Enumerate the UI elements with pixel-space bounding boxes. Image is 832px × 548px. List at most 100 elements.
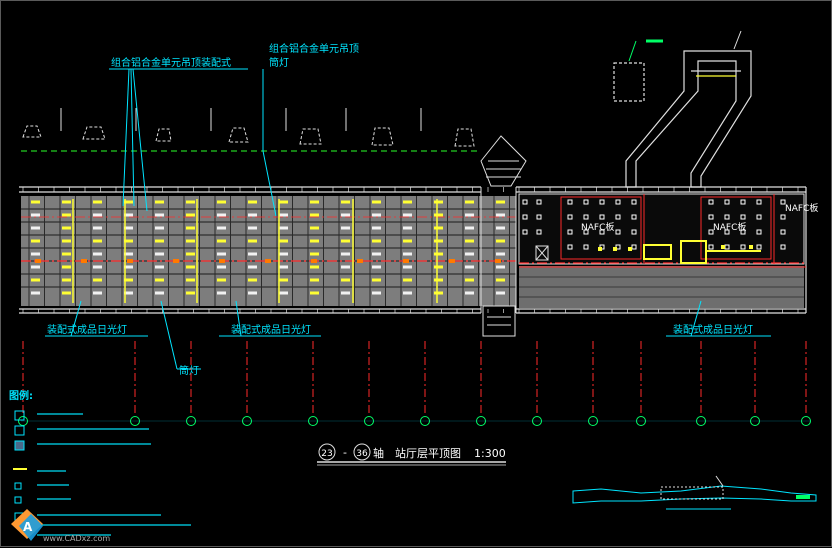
downlight <box>403 259 409 263</box>
axis-bubble <box>636 416 646 426</box>
fluorescent-light <box>279 239 288 243</box>
key-plan <box>572 475 817 510</box>
downlight-dot <box>567 199 573 205</box>
fluorescent-light <box>248 278 257 282</box>
downlight-dot <box>599 199 605 205</box>
axis-bubble <box>308 416 318 426</box>
fluorescent-light <box>310 239 319 243</box>
fluorescent-light <box>62 213 71 217</box>
watermark-text: www.CADxz.com <box>43 534 110 543</box>
fluorescent-light <box>403 239 412 243</box>
fluorescent-light <box>279 252 288 256</box>
downlight <box>219 259 225 263</box>
fluorescent-light <box>434 291 443 295</box>
fluorescent-light <box>155 200 164 204</box>
fluorescent-light <box>434 265 443 269</box>
downlight-dot <box>567 244 573 250</box>
downlight <box>495 259 501 263</box>
fluorescent-light <box>186 213 195 217</box>
fluorescent-light <box>310 213 319 217</box>
fluorescent-light <box>279 291 288 295</box>
drawing-title: 站厅层平顶图 <box>395 446 461 460</box>
drawing-scale: 1:300 <box>474 447 506 460</box>
fluorescent-light <box>341 213 350 217</box>
fluorescent-light <box>248 239 257 243</box>
fluorescent-light <box>217 278 226 282</box>
downlight-dots <box>522 199 786 251</box>
downlight-dot <box>724 214 730 220</box>
fluorescent-light <box>186 252 195 256</box>
watermark-letter: A <box>23 520 33 534</box>
fluorescent-light <box>248 213 257 217</box>
fluorescent-light <box>496 239 505 243</box>
downlight-dot <box>780 244 786 250</box>
accent-dot <box>749 245 753 249</box>
fluorescent-light <box>434 200 443 204</box>
exit-indicator-leader <box>628 40 637 62</box>
station-outline <box>19 186 807 314</box>
accent-dot <box>598 247 602 251</box>
downlight-dot <box>708 199 714 205</box>
fluorescent-light <box>310 291 319 295</box>
downlight <box>311 259 317 263</box>
fluorescent-light <box>31 239 40 243</box>
fluorescent-light <box>124 265 133 269</box>
downlight-dot <box>522 229 528 235</box>
fluorescent-light <box>62 265 71 269</box>
fluorescent-light <box>496 252 505 256</box>
downlight-dot <box>724 229 730 235</box>
fluorescent-light <box>403 265 412 269</box>
exit-leader <box>733 30 742 50</box>
fluorescent-light <box>496 226 505 230</box>
fluorescent-light <box>434 239 443 243</box>
fluorescent-light <box>403 200 412 204</box>
fluorescent-light <box>372 239 381 243</box>
fluorescent-light-fixtures <box>31 199 505 303</box>
label-downlight: 筒灯 <box>179 364 199 377</box>
axis-bubble <box>801 416 811 426</box>
axis-bubble <box>750 416 760 426</box>
fluorescent-light <box>372 213 381 217</box>
axis-start-number: 23 <box>321 449 332 459</box>
fluorescent-light <box>93 200 102 204</box>
downlight-dot <box>780 229 786 235</box>
fluorescent-light <box>186 200 195 204</box>
fluorescent-light <box>403 291 412 295</box>
fluorescent-light <box>279 226 288 230</box>
downlight-dot <box>583 244 589 250</box>
downlight-dot <box>708 214 714 220</box>
axis-bubble <box>242 416 252 426</box>
label-fluorescent-middle: 装配式成品日光灯 <box>231 323 311 336</box>
downlight-dot <box>756 214 762 220</box>
downlight-dot <box>522 199 528 205</box>
axis-bubble <box>130 416 140 426</box>
fluorescent-light <box>217 226 226 230</box>
fluorescent-light <box>217 252 226 256</box>
fluorescent-light <box>372 200 381 204</box>
fluorescent-light <box>124 291 133 295</box>
label-nafc-3: NAFC板 <box>785 202 818 214</box>
fluorescent-light <box>93 265 102 269</box>
fluorescent-light <box>217 265 226 269</box>
downlight <box>449 259 455 263</box>
fluorescent-light <box>217 291 226 295</box>
fluorescent-light <box>341 239 350 243</box>
axis-tick-marks <box>22 187 799 313</box>
fluorescent-light <box>434 278 443 282</box>
downlight <box>265 259 271 263</box>
callout-ceiling-unit: 组合铝合金单元吊顶 <box>269 42 359 55</box>
fluorescent-light <box>93 239 102 243</box>
fluorescent-light <box>341 278 350 282</box>
fluorescent-light <box>496 213 505 217</box>
fluorescent-light <box>62 252 71 256</box>
fluorescent-light <box>310 265 319 269</box>
fluorescent-light <box>341 291 350 295</box>
fluorescent-light <box>93 213 102 217</box>
equipment-rooms <box>518 193 806 308</box>
accent-dot <box>721 245 725 249</box>
axis-bubble <box>696 416 706 426</box>
fluorescent-light <box>248 200 257 204</box>
downlight-dot <box>740 244 746 250</box>
fluorescent-light <box>434 226 443 230</box>
fluorescent-light <box>124 278 133 282</box>
